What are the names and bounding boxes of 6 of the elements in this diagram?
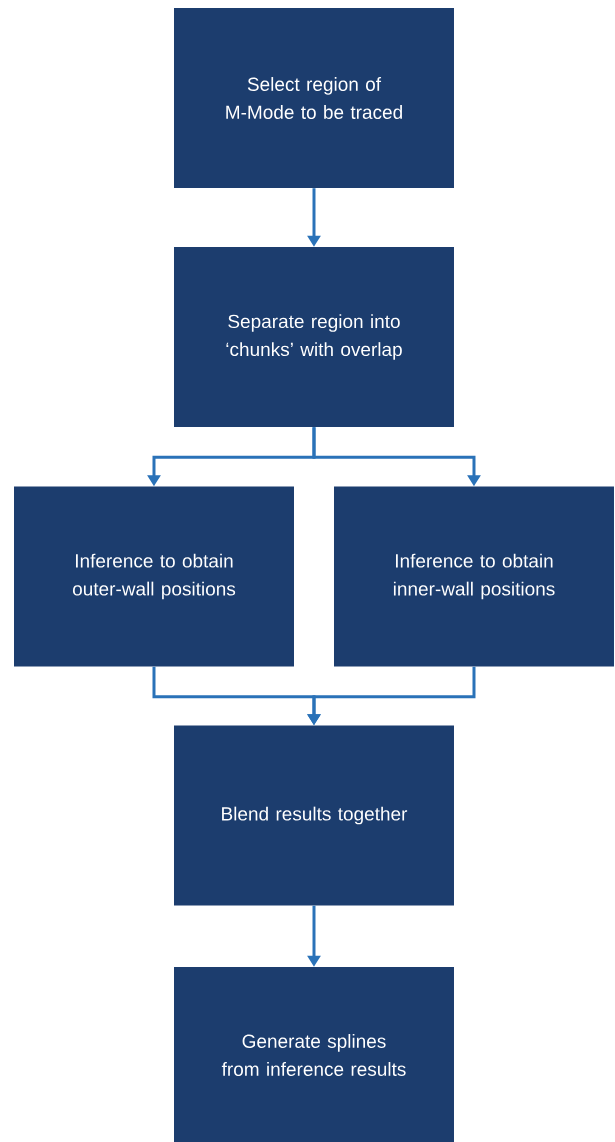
process-box: Blend results together xyxy=(174,725,454,906)
process-box: Inference to obtain outer-wall positions xyxy=(14,486,294,667)
process-box: Separate region into ‘chunks’ with overlap xyxy=(174,247,454,427)
process-box: Select region of M-Mode to be traced xyxy=(174,8,454,188)
process-box: Inference to obtain inner-wall positions xyxy=(334,486,614,667)
process-box: Generate splines from inference results xyxy=(174,967,454,1142)
